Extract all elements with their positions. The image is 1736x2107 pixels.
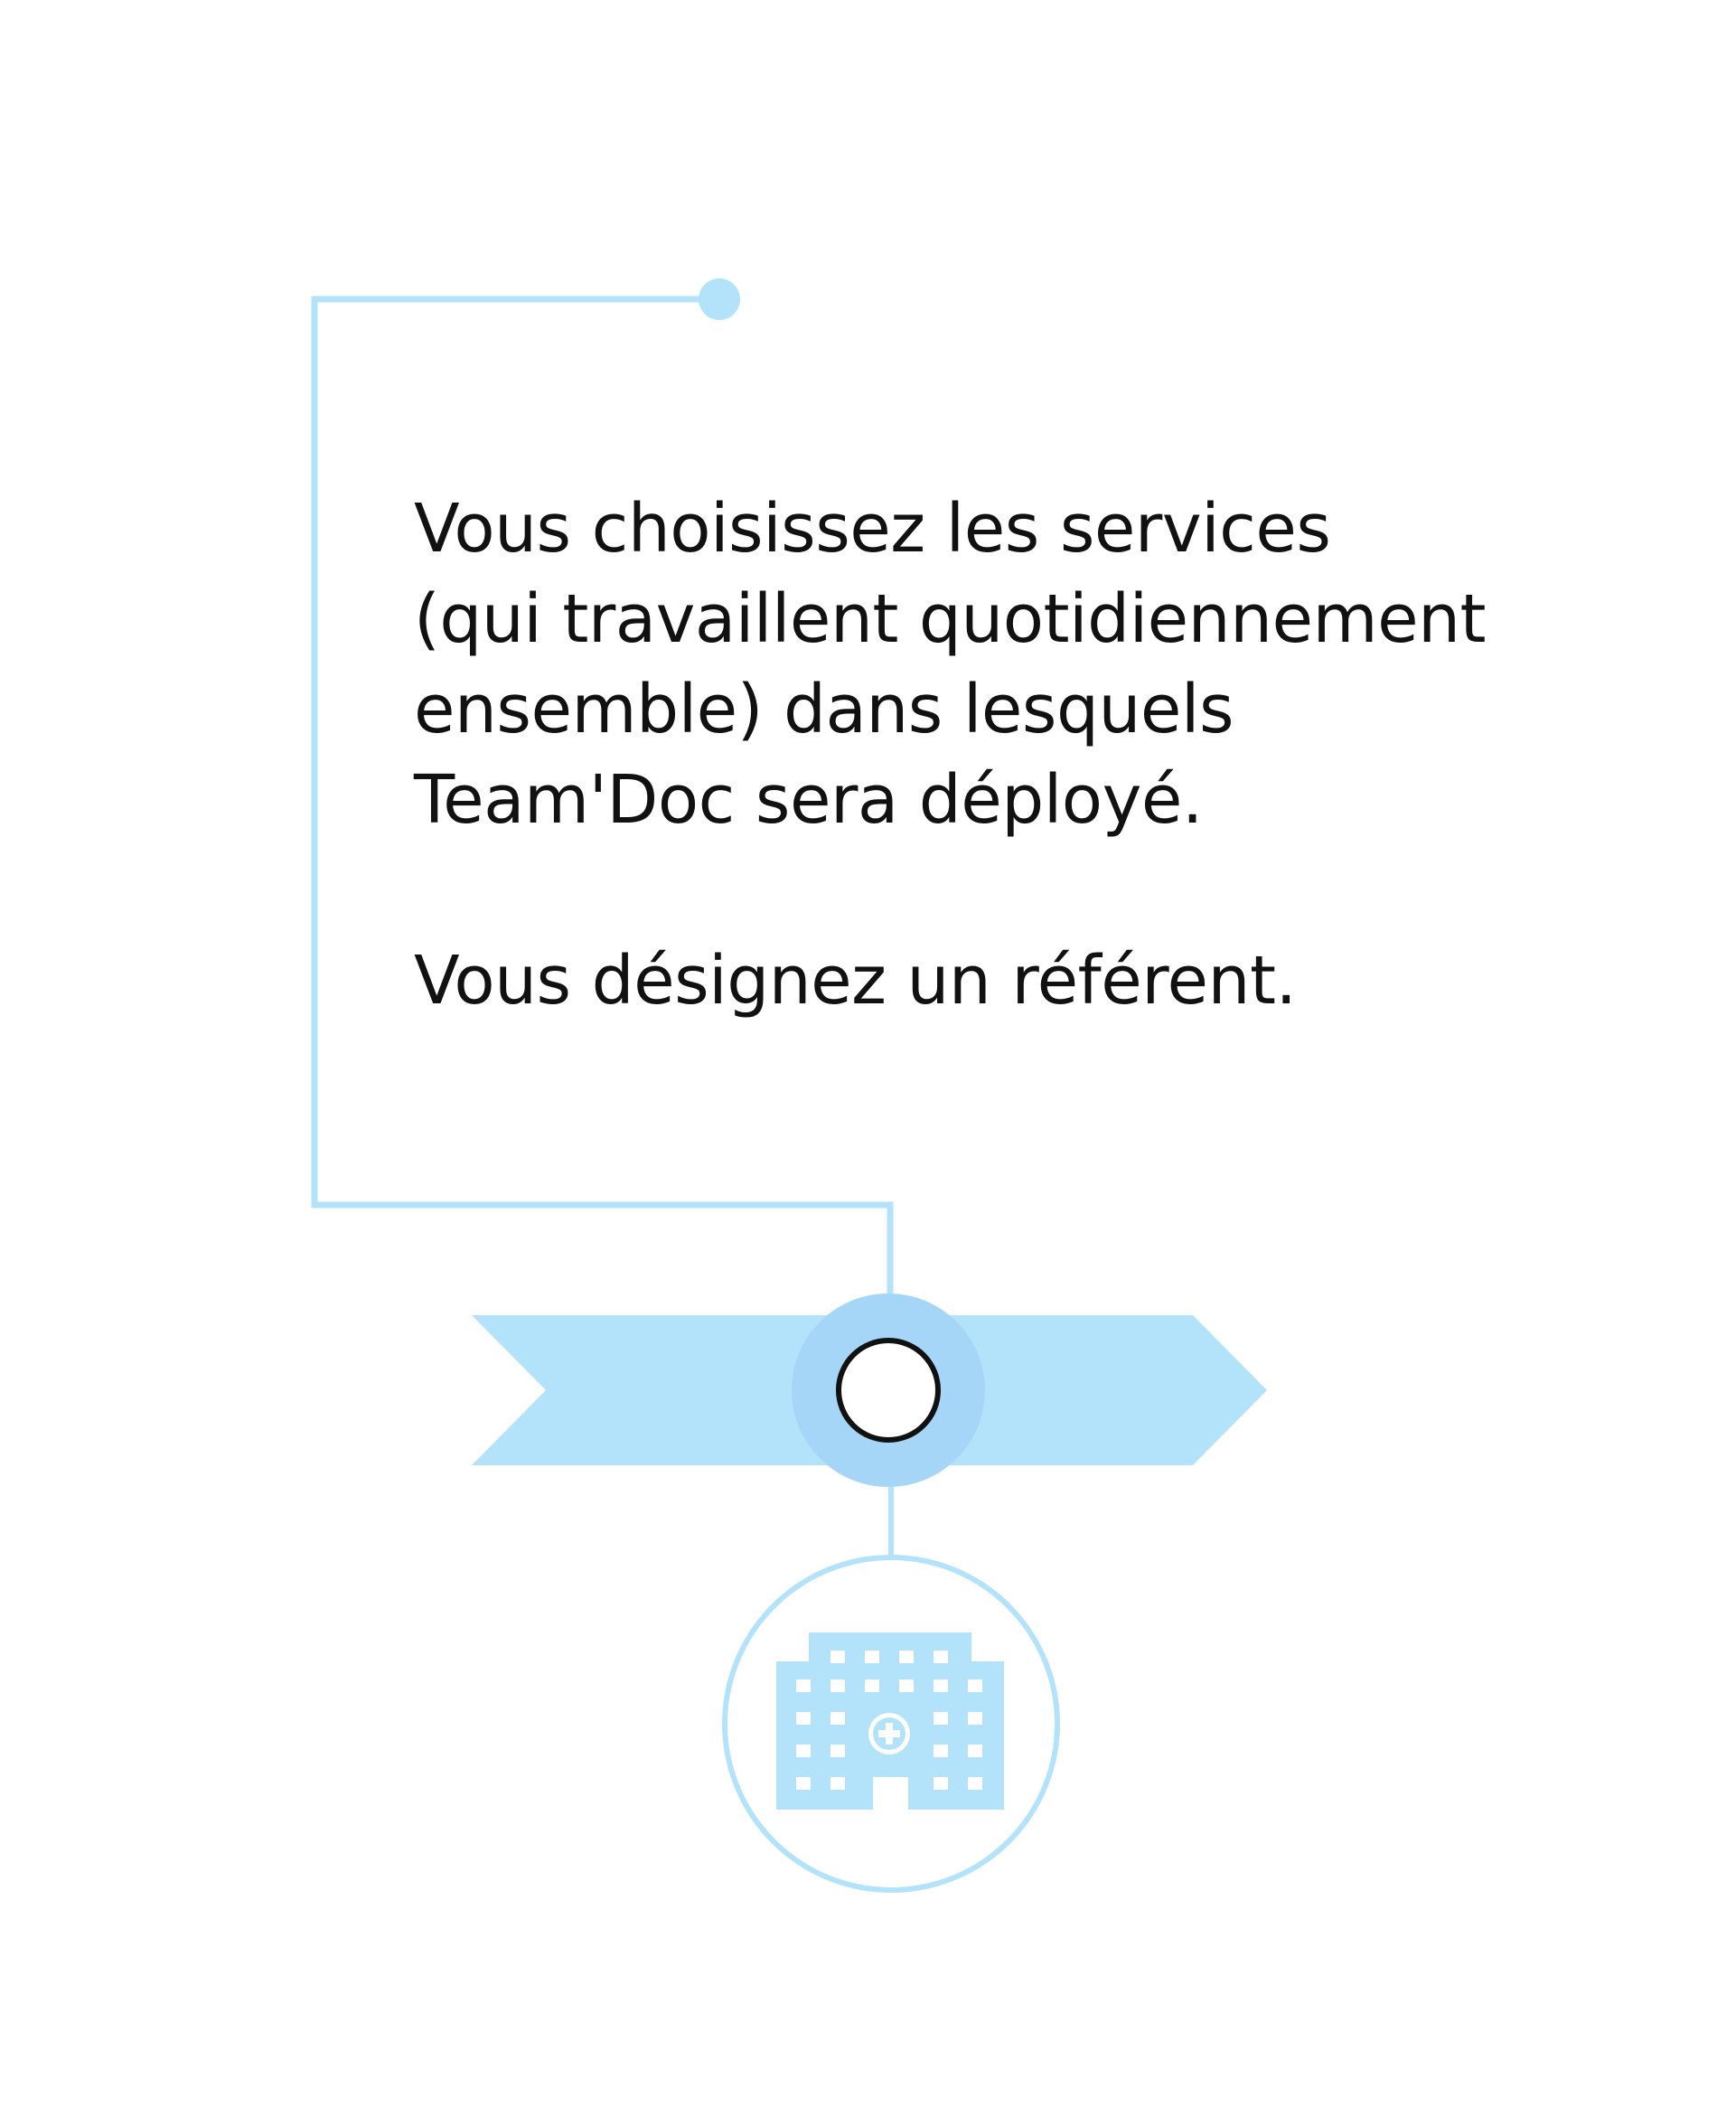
ring-icon xyxy=(836,1338,941,1443)
dot-icon xyxy=(699,278,740,320)
paragraph-1-line-2: (qui travaillent quotidiennement xyxy=(414,580,1487,658)
paragraph-1-line-3: ensemble) dans lesquels xyxy=(414,671,1234,748)
connector-line xyxy=(311,296,894,1302)
paragraph-1-line-4: Team'Doc sera déployé. xyxy=(414,761,1203,839)
description-text: Vous choisissez les services (qui travai… xyxy=(414,484,1589,1026)
paragraph-2: Vous désignez un référent. xyxy=(414,942,1297,1020)
hospital-icon xyxy=(776,1632,1004,1810)
paragraph-1-line-1: Vous choisissez les services xyxy=(414,490,1331,568)
